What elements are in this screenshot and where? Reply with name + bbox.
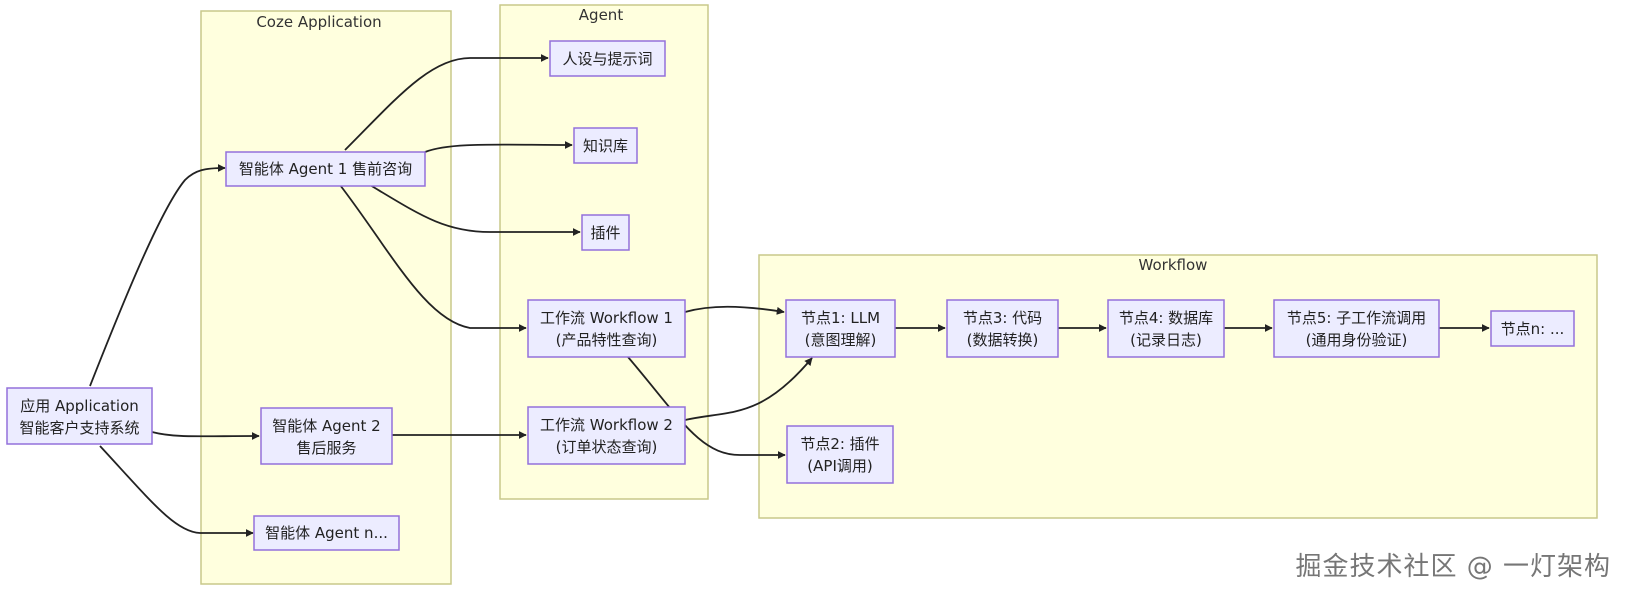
edge-app-agent1 (89, 164, 226, 387)
node-node5-line2: (通用身份验证) (1306, 331, 1408, 349)
edge-agent1-plugin (369, 184, 581, 236)
node-node3-line2: (数据转换) (967, 331, 1039, 349)
node-workflow1[interactable]: 工作流 Workflow 1 (产品特性查询) (527, 299, 686, 358)
node-node4-line1: 节点4: 数据库 (1119, 309, 1213, 327)
node-app-line1: 应用 Application (20, 397, 139, 415)
node-node4[interactable]: 节点4: 数据库 (记录日志) (1107, 299, 1225, 358)
node-noden[interactable]: 节点n: ... (1490, 310, 1575, 347)
edge-app-agent2 (151, 431, 260, 441)
node-knowledge[interactable]: 知识库 (573, 127, 638, 164)
cluster-coze-application: Coze Application (200, 10, 452, 585)
node-persona-line1: 人设与提示词 (562, 50, 652, 68)
node-workflow1-line1: 工作流 Workflow 1 (540, 309, 673, 327)
node-app[interactable]: 应用 Application 智能客户支持系统 (6, 387, 153, 445)
cluster-workflow: Workflow (758, 254, 1598, 519)
node-agent2[interactable]: 智能体 Agent 2 售后服务 (260, 407, 393, 465)
cluster-coze-application-title: Coze Application (256, 13, 381, 31)
node-node1[interactable]: 节点1: LLM (意图理解) (785, 299, 896, 358)
node-node1-line2: (意图理解) (805, 331, 877, 349)
node-persona[interactable]: 人设与提示词 (549, 40, 666, 77)
node-workflow2-line1: 工作流 Workflow 2 (540, 416, 673, 434)
node-app-line2: 智能客户支持系统 (19, 419, 139, 437)
cluster-agent-title: Agent (579, 6, 624, 24)
node-agentn-line1: 智能体 Agent n... (265, 524, 388, 542)
edge-workflow1-node1 (684, 305, 785, 315)
edge-app-agentn (99, 445, 254, 537)
node-agent1[interactable]: 智能体 Agent 1 售前咨询 (225, 151, 426, 187)
node-agentn[interactable]: 智能体 Agent n... (253, 515, 400, 551)
edges (89, 54, 1490, 537)
node-workflow1-line2: (产品特性查询) (556, 331, 658, 349)
edge-agent1-workflow1 (339, 184, 527, 332)
node-workflow2-line2: (订单状态查询) (556, 438, 658, 456)
node-plugin[interactable]: 插件 (581, 214, 630, 251)
node-node2-line1: 节点2: 插件 (800, 435, 879, 453)
cluster-workflow-title: Workflow (1139, 256, 1208, 274)
node-agent2-line1: 智能体 Agent 2 (272, 417, 380, 435)
node-node1-line1: 节点1: LLM (801, 309, 880, 327)
node-noden-line1: 节点n: ... (1501, 320, 1565, 338)
watermark-text: 掘金技术社区 @ 一灯架构 (1295, 552, 1611, 582)
node-node4-line2: (记录日志) (1130, 331, 1202, 349)
edge-agent1-persona (344, 54, 549, 151)
node-workflow2[interactable]: 工作流 Workflow 2 (订单状态查询) (527, 406, 686, 465)
node-node2[interactable]: 节点2: 插件 (API调用) (786, 425, 894, 484)
node-node3-line1: 节点3: 代码 (963, 309, 1042, 327)
node-agent1-line1: 智能体 Agent 1 售前咨询 (239, 160, 412, 178)
node-node5[interactable]: 节点5: 子工作流调用 (通用身份验证) (1273, 299, 1440, 358)
node-knowledge-line1: 知识库 (583, 137, 628, 155)
node-node3[interactable]: 节点3: 代码 (数据转换) (946, 299, 1059, 358)
edge-workflow2-node1 (684, 357, 813, 421)
node-node5-line1: 节点5: 子工作流调用 (1287, 309, 1426, 327)
edge-agent1-knowledge (424, 140, 573, 153)
node-plugin-line1: 插件 (590, 224, 620, 242)
node-node2-line2: (API调用) (807, 457, 872, 475)
edge-workflow1-node2 (627, 356, 786, 459)
node-agent2-line2: 售后服务 (296, 439, 356, 457)
